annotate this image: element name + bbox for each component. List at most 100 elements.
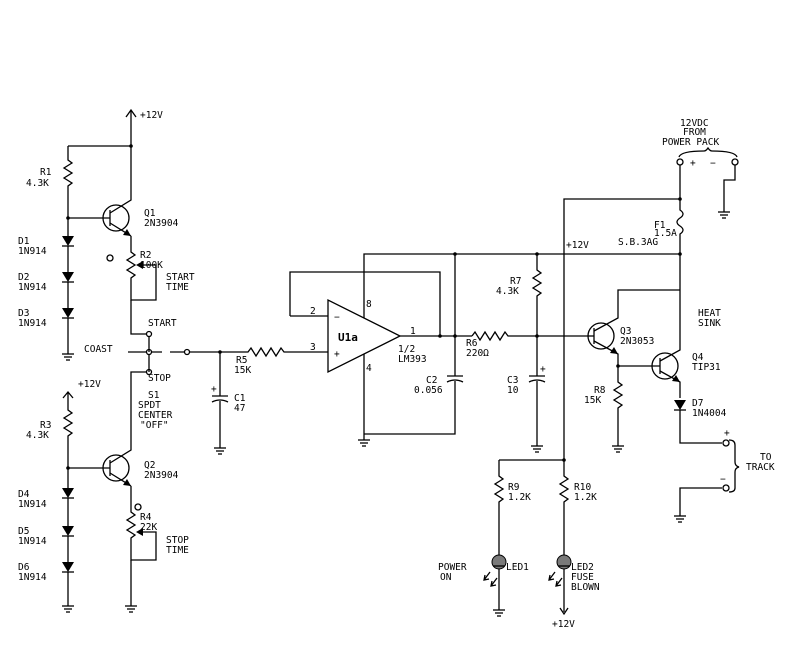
q2-ref: Q2 <box>144 460 155 471</box>
r1-ref: R1 <box>40 167 52 178</box>
driver-network: R6 220Ω +12V R7 4.3K + C3 10 <box>466 240 589 453</box>
stop-time-line1: STOP <box>166 535 189 546</box>
output-stage: HEAT SINK Q3 2N3053 Q4 TIP31 R8 15K D7 <box>584 289 775 523</box>
r5-ref: R5 <box>236 355 247 366</box>
led1-ref: LED1 <box>506 562 529 573</box>
op-amp-u1a: − + U1a 2 3 8 4 1 1/2 LM393 <box>289 253 680 447</box>
r6-value: 220Ω <box>466 348 489 359</box>
c1-value: 47 <box>234 403 245 414</box>
indicator-leds: R9 1.2K R10 1.2K LED1 POWER ON LED2 FUSE… <box>438 458 600 630</box>
power-input: 12VDC FROM POWER PACK + − F1 1.5A S.B.3A… <box>563 118 739 460</box>
start-label: START <box>148 318 177 329</box>
r10-value: 1.2K <box>574 492 597 503</box>
opamp-plus: + <box>334 349 340 360</box>
lower-timer-circuit: +12V R3 4.3K Q2 2N3904 D4 1N914 D5 1N914… <box>18 371 189 613</box>
r2-ref: R2 <box>140 250 151 261</box>
q3-part: 2N3053 <box>620 336 654 347</box>
fuse-line1: FUSE <box>571 572 594 583</box>
pin4: 4 <box>366 363 372 374</box>
q4-part: TIP31 <box>692 362 721 373</box>
q1-ref: Q1 <box>144 208 156 219</box>
track-plus: + <box>724 428 730 439</box>
r6-ref: R6 <box>466 338 478 349</box>
v12-top-label: +12V <box>140 110 163 121</box>
r2-value: 100K <box>140 260 163 271</box>
f1-type: S.B.3AG <box>618 237 658 248</box>
r4-value: 22K <box>140 522 157 533</box>
r1-value: 4.3K <box>26 178 49 189</box>
d5-ref: D5 <box>18 526 29 537</box>
supply-plus: + <box>690 158 696 169</box>
start-time-line2: TIME <box>166 282 189 293</box>
v12-mid-label: +12V <box>78 379 101 390</box>
supply-line2: FROM <box>683 127 706 138</box>
v12-rail-label: +12V <box>566 240 589 251</box>
u1a-part2: LM393 <box>398 354 427 365</box>
v12-bottom-label: +12V <box>552 619 575 630</box>
r3-value: 4.3K <box>26 430 49 441</box>
r9-value: 1.2K <box>508 492 531 503</box>
pin8: 8 <box>366 299 372 310</box>
track-line2: TRACK <box>746 462 775 473</box>
stop-time-line2: TIME <box>166 545 189 556</box>
c3-value: 10 <box>507 385 519 396</box>
d1-ref: D1 <box>18 236 30 247</box>
pin2: 2 <box>310 306 316 317</box>
d6-part: 1N914 <box>18 572 47 583</box>
opamp-minus: − <box>334 312 340 323</box>
pin3: 3 <box>310 342 316 353</box>
upper-timer-circuit: +12V R1 4.3K Q1 2N3904 D1 1N914 D2 1N914 <box>18 108 195 361</box>
track-minus: − <box>720 474 726 485</box>
q2-part: 2N3904 <box>144 470 179 481</box>
r10-ref: R10 <box>574 482 591 493</box>
d2-ref: D2 <box>18 272 29 283</box>
power-line2: ON <box>440 572 452 583</box>
c2-ref: C2 <box>426 375 437 386</box>
switch-s1: COAST STOP S1 SPDT CENTER "OFF" <box>84 337 191 431</box>
d7-ref: D7 <box>692 398 703 409</box>
q2-transistor <box>68 371 147 487</box>
s1-line1: SPDT <box>138 400 161 411</box>
d1-part: 1N914 <box>18 246 47 257</box>
power-line1: POWER <box>438 562 467 573</box>
supply-line3: POWER PACK <box>662 137 719 148</box>
heat-line1: HEAT <box>698 308 721 319</box>
d4-part: 1N914 <box>18 499 47 510</box>
r3-ref: R3 <box>40 420 51 431</box>
r7-ref: R7 <box>510 276 521 287</box>
supply-line1: 12VDC <box>680 118 709 129</box>
q4-transistor <box>651 336 681 398</box>
d5-part: 1N914 <box>18 536 47 547</box>
r4-ref: R4 <box>140 512 152 523</box>
r9-ref: R9 <box>508 482 520 493</box>
c1-ref: C1 <box>234 393 246 404</box>
s1-line3: "OFF" <box>140 420 169 431</box>
r8-ref: R8 <box>594 385 606 396</box>
led2-ref: LED2 <box>571 562 594 573</box>
q3-ref: Q3 <box>620 326 631 337</box>
pin1: 1 <box>410 326 416 337</box>
q1-part: 2N3904 <box>144 218 179 229</box>
stop-label: STOP <box>148 373 171 384</box>
r7-value: 4.3K <box>496 286 519 297</box>
input-filter: R5 15K + C1 47 <box>190 346 328 455</box>
q4-ref: Q4 <box>692 352 704 363</box>
c1-plus: + <box>211 384 217 395</box>
track-line1: TO <box>760 452 772 463</box>
heat-line2: SINK <box>698 318 721 329</box>
s1-line2: CENTER <box>138 410 173 421</box>
c3-plus: + <box>540 364 546 375</box>
r5-value: 15K <box>234 365 251 376</box>
u1a-part1: 1/2 <box>398 344 415 355</box>
f1-value: 1.5A <box>654 228 677 239</box>
d6-ref: D6 <box>18 562 30 573</box>
start-time-line1: START <box>166 272 195 283</box>
c3-ref: C3 <box>507 375 518 386</box>
q1-transistor <box>68 146 132 237</box>
u1a-ref: U1a <box>338 331 358 344</box>
q3-transistor <box>587 289 680 366</box>
c2-capacitor: C2 0.056 <box>364 252 464 435</box>
d7-part: 1N4004 <box>692 408 727 419</box>
